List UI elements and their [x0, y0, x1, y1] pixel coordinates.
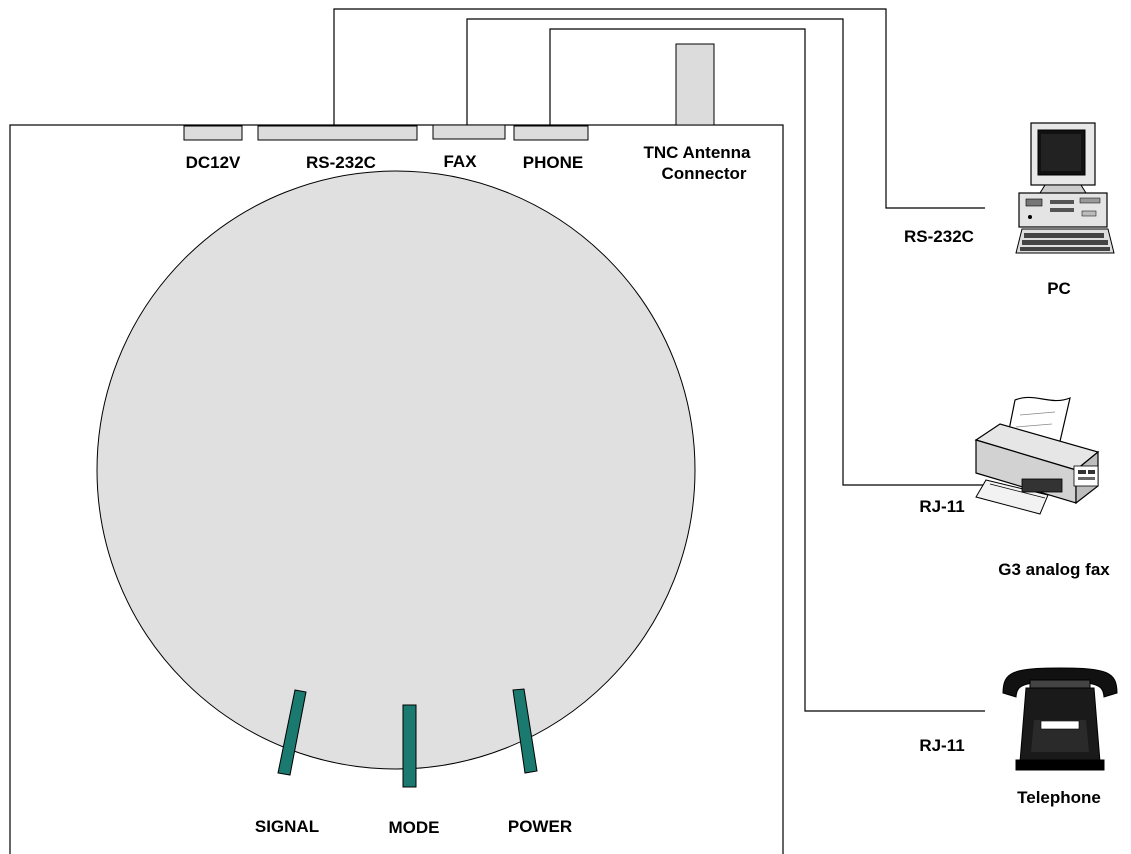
signal-led[interactable]: [277, 689, 307, 776]
power-led[interactable]: [512, 688, 538, 774]
mode-led[interactable]: [402, 704, 417, 788]
tnc-antenna-connector[interactable]: [675, 43, 715, 126]
fax-port-label-rj11: RJ-11: [919, 497, 964, 516]
phone-port-label: PHONE: [523, 153, 583, 172]
rs232c-port[interactable]: [257, 125, 418, 141]
pc-port-label: RS-232C: [904, 227, 974, 246]
dc12v-port[interactable]: [183, 125, 243, 141]
fax-port[interactable]: [432, 124, 506, 140]
fax-device[interactable]: RJ-11 G3 analog fax: [919, 396, 1110, 579]
phone-port[interactable]: [513, 125, 589, 141]
telephone-icon: [1002, 667, 1118, 771]
fax-machine-icon: [974, 396, 1100, 515]
telephone-device[interactable]: RJ-11 Telephone: [919, 667, 1118, 807]
phone-cable: [549, 28, 985, 712]
rs232c-cable: [333, 8, 985, 209]
fax-cable: [466, 18, 985, 486]
pc-computer-icon: [1015, 122, 1115, 254]
rs232c-port-label: RS-232C: [306, 153, 376, 172]
power-led-label: POWER: [508, 817, 572, 836]
telephone-label: Telephone: [1017, 788, 1101, 807]
antenna-label-line2: Connector: [662, 164, 747, 183]
dc12v-label: DC12V: [186, 153, 241, 172]
mode-led-label: MODE: [389, 818, 440, 837]
antenna-label-line1: TNC Antenna: [643, 143, 751, 162]
terminal-device: DC12V RS-232C FAX PHONE TNC Antenna Conn…: [9, 43, 784, 854]
fax-label: G3 analog fax: [998, 560, 1110, 579]
signal-led-label: SIGNAL: [255, 817, 319, 836]
cables: [333, 8, 985, 712]
pc-label: PC: [1047, 279, 1071, 298]
antenna-dome: [96, 170, 696, 770]
pc-device[interactable]: RS-232C PC: [904, 122, 1115, 298]
telephone-port-label: RJ-11: [919, 736, 964, 755]
fax-port-label: FAX: [443, 152, 477, 171]
